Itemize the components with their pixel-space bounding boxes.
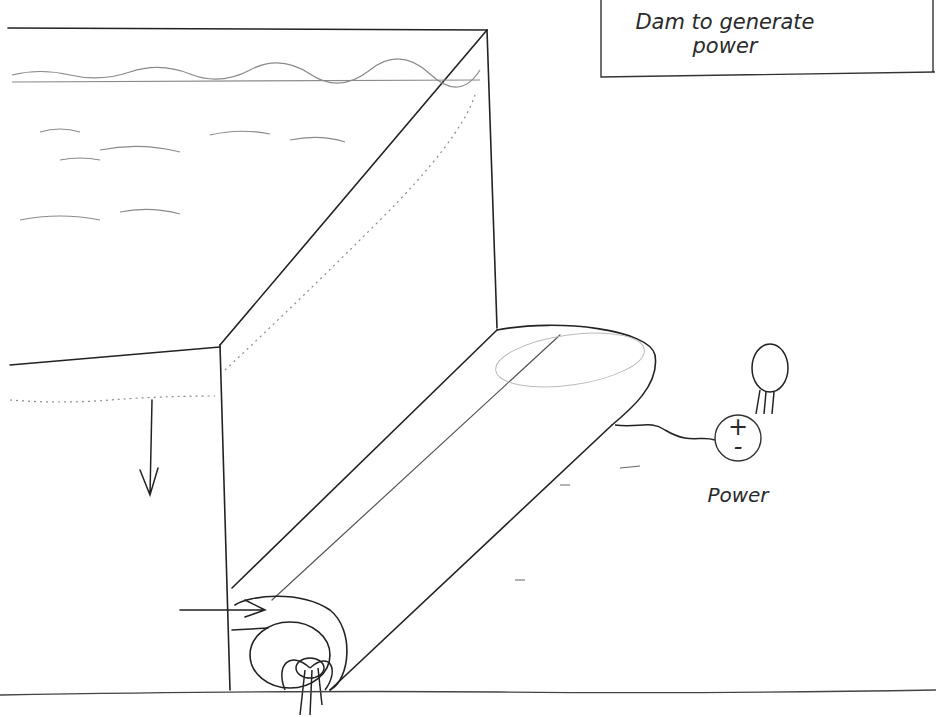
wave-line [290,137,345,142]
wave-line [120,209,180,214]
water-waves [10,59,480,402]
pipe-top-edge [232,330,497,588]
penstock-pipe [232,325,656,690]
water-top-edge [8,28,487,30]
generator-wiring [515,344,788,580]
wire [615,425,715,440]
dam-back-edge [487,30,497,328]
pipe-far-cap [497,325,656,425]
dam-body [8,28,497,690]
water-line [225,95,475,370]
wave-line [12,59,480,87]
wave-line [12,80,480,82]
water-line [10,396,215,402]
pipe-far-opening [492,325,647,395]
wave-line [210,131,270,135]
dam-diagonal-edge [220,30,487,345]
turbine-blade [310,661,332,690]
circle-stroke [715,415,761,461]
dam-front-edge [220,345,230,690]
node-text: Power [692,484,784,507]
sketch-mark [515,466,640,580]
power-source: +-Power [714,414,762,462]
flow-line [232,628,268,630]
right-arrow [180,600,265,617]
turbine-blade [282,660,310,690]
turbine-symbol [282,658,332,715]
flow-arrows [140,400,268,630]
wave-line [40,129,80,132]
water-front-edge [10,347,220,365]
wave-line [100,146,180,152]
wave-line [20,216,100,220]
light-bulb [752,344,788,392]
pipe-bottom-edge [330,425,612,690]
title-box: Dam to generate power [600,0,936,78]
wave-line [60,158,100,160]
ground-line [0,690,936,695]
pipe-highlight [272,335,560,600]
node-text: - [718,434,758,462]
down-arrow [140,400,158,495]
bulb-leads [756,390,774,414]
node-text: Dam to generate power [620,10,830,58]
pipe-near-opening [250,622,330,688]
rect-stroke [601,0,935,77]
